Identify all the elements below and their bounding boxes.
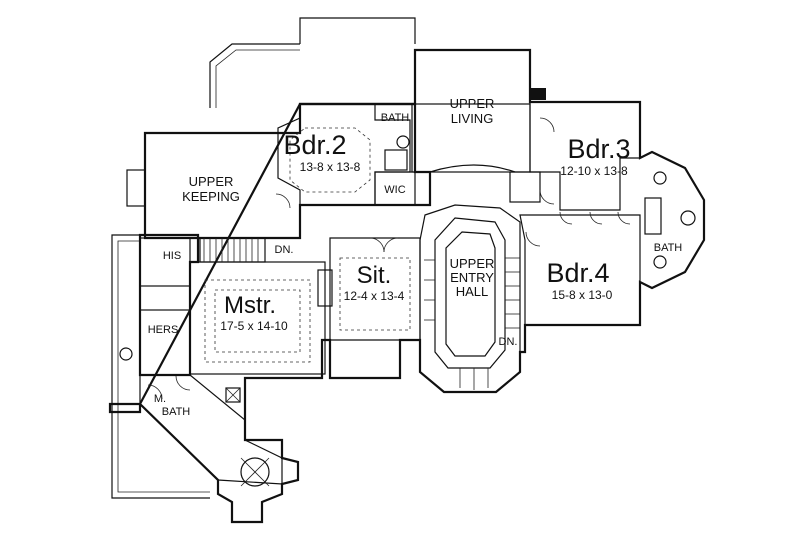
grand-stair (424, 217, 520, 390)
room-name-sit: Sit. (357, 262, 392, 289)
upper-living-line1: UPPER (450, 96, 495, 111)
room-size-bdr3: 12-10 x 13-8 (560, 164, 628, 178)
fixtures (119, 88, 696, 487)
stair-down-left: DN. (275, 244, 294, 256)
upper-entry-hall-line3: HALL (456, 284, 489, 299)
upper-entry-hall-line2: ENTRY (450, 270, 494, 285)
upper-keeping-line1: UPPER (189, 174, 234, 189)
room-name-wic: WIC (384, 184, 405, 196)
room-name-bdr4: Bdr.4 (546, 258, 609, 288)
room-labels: Bdr.2 13-8 x 13-8 BATH WIC UPPER LIVING … (148, 96, 683, 418)
room-name-his: HIS (163, 250, 181, 262)
upper-keeping-line2: KEEPING (182, 189, 240, 204)
upper-living-line2: LIVING (451, 111, 494, 126)
room-name-bdr3: Bdr.3 (567, 134, 630, 164)
room-size-bdr2: 13-8 x 13-8 (300, 160, 361, 174)
stair-down-right: DN. (499, 336, 518, 348)
m-bath-line2: BATH (162, 406, 191, 418)
room-size-mstr: 17-5 x 14-10 (220, 319, 288, 333)
door-swings (147, 117, 631, 400)
room-name-mstr: Mstr. (224, 292, 276, 319)
deck-outlines (111, 17, 531, 499)
room-size-bdr4: 15-8 x 13-0 (552, 288, 613, 302)
tray-ceilings (204, 127, 411, 363)
room-name-bath-top: BATH (381, 112, 410, 124)
interior-walls (139, 101, 641, 485)
room-size-sit: 12-4 x 13-4 (344, 289, 405, 303)
room-name-hers: HERS (148, 324, 179, 336)
room-name-bath-right: BATH (654, 242, 683, 254)
room-name-bdr2: Bdr.2 (283, 130, 346, 160)
m-bath-line1: M. (154, 393, 166, 405)
upper-entry-hall-line1: UPPER (450, 256, 495, 271)
left-stair (203, 238, 259, 262)
